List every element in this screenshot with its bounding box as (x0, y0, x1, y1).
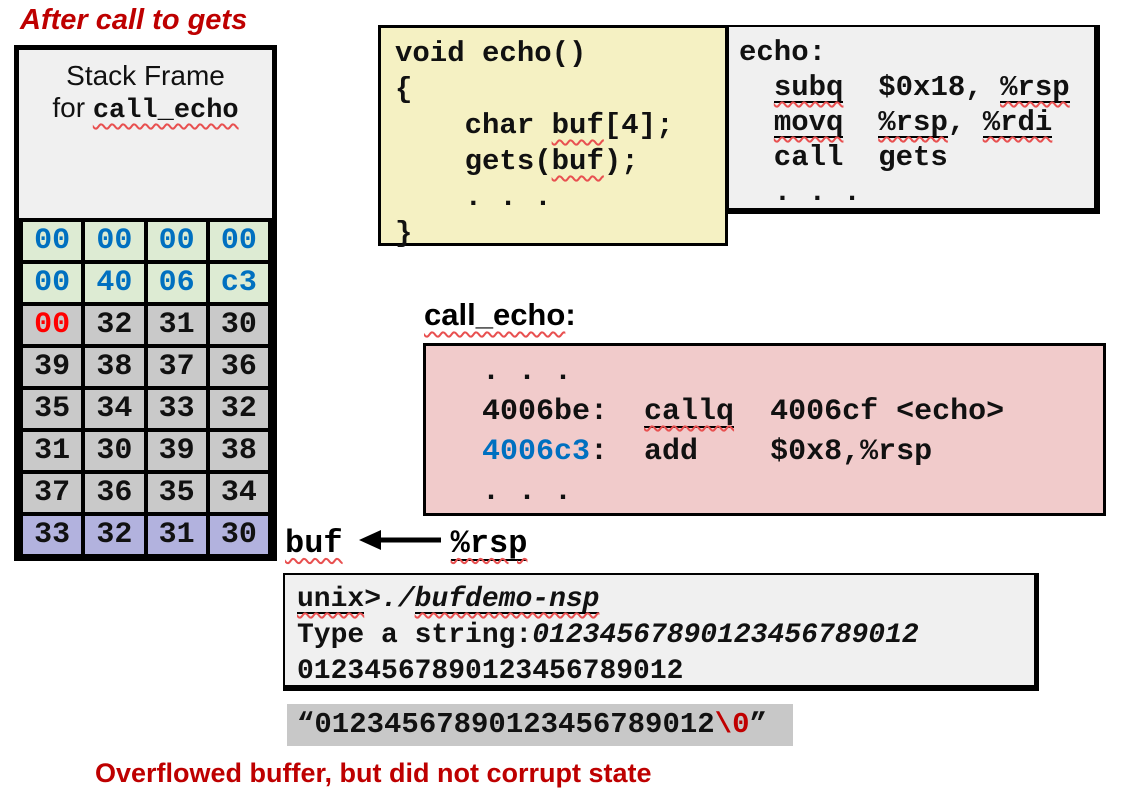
stack-frame-label-line1: Stack Frame (66, 60, 225, 91)
code-line: gets(buf); (395, 145, 639, 178)
code-line: 01234567890123456789012 (297, 656, 684, 687)
grid-cell: 32 (81, 302, 148, 348)
grid-cell: 37 (18, 470, 86, 516)
code-line: Type a string:01234567890123456789012 (297, 620, 919, 651)
grid-cell: 00 (205, 218, 273, 264)
grid-cell: 06 (143, 260, 210, 306)
grid-cell: 36 (205, 344, 273, 390)
grid-cell: 39 (143, 428, 210, 474)
grid-cell: 34 (205, 470, 273, 516)
grid-cell: 00 (18, 302, 86, 348)
code-line: 4006c3: add $0x8,%rsp (482, 435, 933, 469)
echo-source-code-box: void echo(){ char buf[4]; gets(buf); . .… (378, 25, 728, 250)
code-line: . . . (446, 355, 573, 389)
grid-cell: 31 (143, 512, 210, 558)
echo-assembly-box: echo: subq $0x18, %rsp movq %rsp, %rdi c… (727, 25, 1100, 214)
grid-cell: 35 (143, 470, 210, 516)
code-line: } (395, 217, 413, 250)
grid-cell: 31 (18, 428, 86, 474)
grid-cell: 34 (81, 386, 148, 432)
code-line: echo: (739, 36, 827, 69)
grid-cell: 36 (81, 470, 148, 516)
grid-cell: 33 (18, 512, 86, 558)
call-echo-assembly-box: . . . 4006be: callq 4006cf <echo> 4006c3… (423, 343, 1106, 516)
stack-frame-label-line2: for call_echo (52, 92, 239, 126)
grid-cell: 00 (143, 218, 210, 264)
grid-cell: 32 (81, 512, 148, 558)
code-line: movq %rsp, %rdi (773, 106, 1053, 139)
footer-note: Overflowed buffer, but did not corrupt s… (95, 758, 652, 788)
grid-cell: 39 (18, 344, 86, 390)
grid-cell: 33 (143, 386, 210, 432)
code-line: . . . (395, 181, 552, 214)
grid-cell: 30 (205, 302, 273, 348)
code-line: void echo() (395, 37, 587, 70)
buf-label: buf (285, 524, 343, 562)
grid-cell: 38 (81, 344, 148, 390)
stack-frame-label: Stack Frame for call_echo (19, 50, 272, 218)
grid-cell: 38 (205, 428, 273, 474)
buffer-string-box: “01234567890123456789012\0” (287, 704, 793, 746)
grid-cell: 00 (18, 218, 86, 264)
grid-cell: 00 (81, 218, 148, 264)
grid-cell: 32 (205, 386, 273, 432)
code-line: unix>./bufdemo-nsp (297, 584, 600, 615)
slide-title: After call to gets (20, 4, 248, 36)
buf-pointer-row: buf %rsp (285, 523, 528, 563)
code-line: “01234567890123456789012\0” (297, 708, 767, 741)
call-echo-heading: call_echo: (424, 297, 576, 332)
grid-cell: 40 (81, 260, 148, 306)
call-echo-name: call_echo (92, 96, 239, 126)
code-line: . . . (446, 475, 573, 509)
left-arrow-icon (358, 530, 441, 550)
grid-cell: 31 (143, 302, 210, 348)
code-line: subq $0x18, %rsp (773, 71, 1070, 104)
grid-cell: 30 (205, 512, 273, 558)
grid-cell: 37 (143, 344, 210, 390)
code-line: . . . (739, 176, 861, 209)
grid-cell: c3 (205, 260, 273, 306)
code-line: 4006be: callq 4006cf <echo> (446, 395, 1005, 429)
grid-cell: 30 (81, 428, 148, 474)
code-line: { (395, 73, 413, 106)
code-line: call gets (739, 141, 948, 174)
grid-cell: 35 (18, 386, 86, 432)
code-line: char buf[4]; (395, 109, 674, 142)
grid-cell: 00 (18, 260, 86, 306)
rsp-label: %rsp (450, 524, 528, 562)
